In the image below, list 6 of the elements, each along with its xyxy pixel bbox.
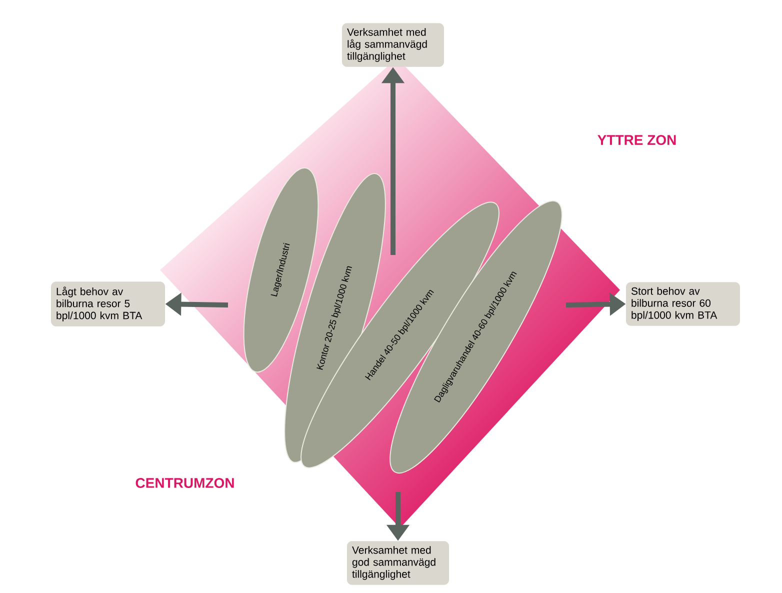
text-box: Verksamhet med låg sammanvägd tillgänglighet — [342, 23, 444, 67]
text-box: Lågt behov av bilburna resor 5 bpl/1000 kvm BTA — [51, 282, 165, 326]
text-box: Stort behov av bilburna resor 60 bpl/1000 kvm BTA — [626, 282, 740, 326]
text-box: Verksamhet med god sammanvägd tillgänglighet — [347, 541, 449, 585]
zone-label: YTTRE ZON — [598, 135, 676, 145]
zone-label: CENTRUMZON — [136, 478, 234, 488]
